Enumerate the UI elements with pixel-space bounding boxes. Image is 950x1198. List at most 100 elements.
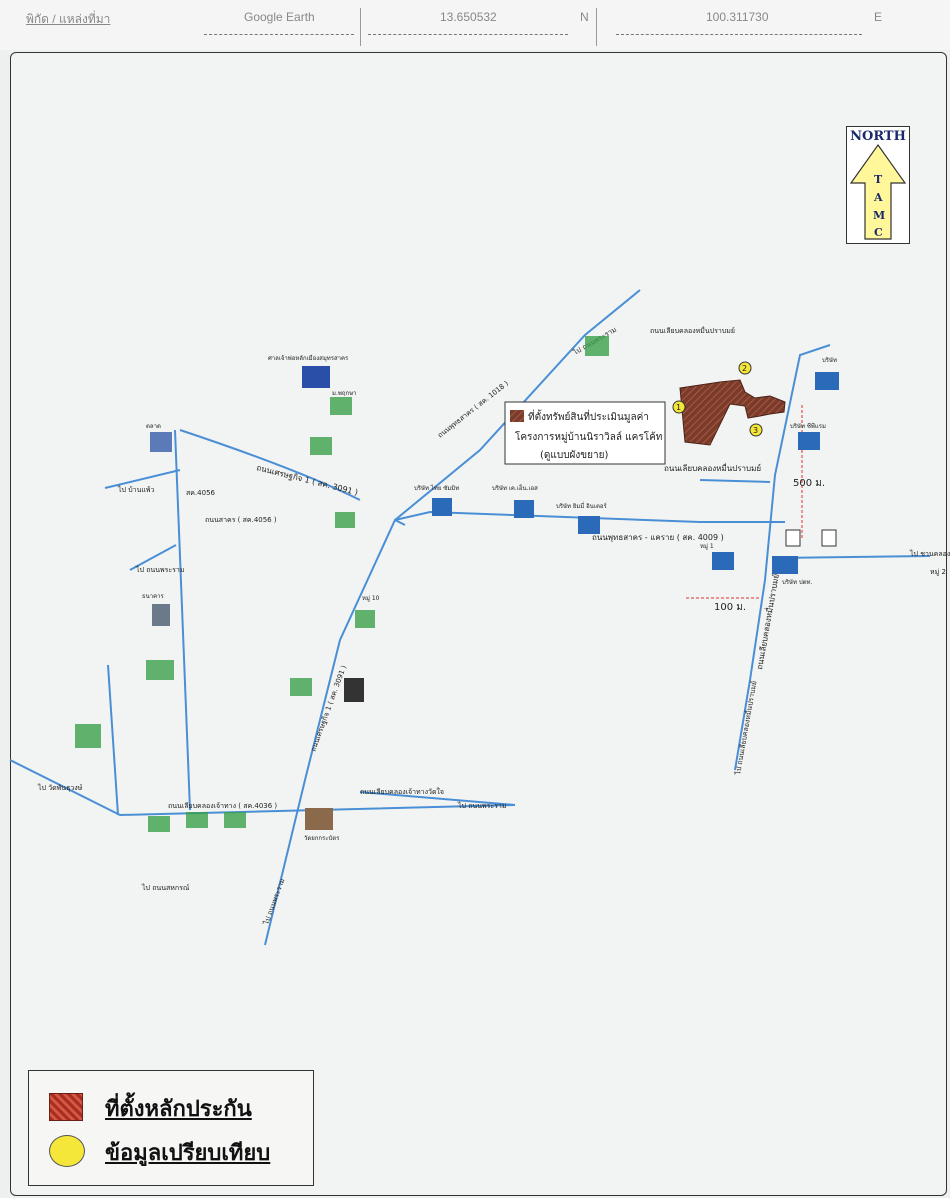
road-label-to-khaek: ไป ถนนเลียบคลองหมื่นปราบมย์: [733, 680, 759, 776]
house-icon-2: [310, 437, 332, 455]
road-bottom-right: [359, 791, 516, 806]
house-icon-11: [585, 336, 609, 356]
distance-500-label: 500 ม.: [793, 478, 825, 489]
house-icon-7: [75, 724, 101, 748]
school-building-icon: [302, 366, 330, 388]
road-label-to-banphaeo: ไป บ้านแพ้ว: [117, 485, 154, 494]
longitude-underline: [616, 34, 862, 35]
road-bottom-main: [9, 759, 516, 817]
house-icon-5: [290, 678, 312, 696]
factory-icon-4: [815, 372, 839, 390]
house-icon-13: [821, 529, 837, 547]
road-setthakit-1: [179, 429, 361, 501]
road-label-sahakon: ถนนสาคร ( สค.4056 ): [205, 516, 277, 524]
source-underline: [204, 34, 354, 35]
header-bar: พิกัด / แหล่งที่มา Google Earth 13.65053…: [0, 0, 950, 50]
comparable-2-marker: [738, 361, 752, 375]
distance-100-label: 100 ม.: [714, 602, 746, 613]
road-label-to-bottom2: ไป ถนนพระราม: [457, 801, 506, 810]
road-label-to-thanyaburi: ไป ถนนพระราม: [261, 877, 286, 927]
factory-icon-2: [514, 500, 534, 518]
temple-icon: [305, 808, 333, 830]
latitude-underline: [368, 34, 568, 35]
longitude-dir: E: [874, 10, 883, 24]
subject-line3: (ดูแบบผังขยาย): [540, 450, 608, 461]
factory-icon-7: [712, 552, 734, 570]
road-label-to-wat: ไป วัดพันธุวงษ์: [37, 783, 83, 792]
house-icon-4: [355, 610, 375, 628]
road-left-vertical: [107, 664, 119, 816]
road-label-setthakit-low: ถนนเศรษฐกิจ 1 ( สค. 3091 ): [309, 664, 348, 753]
north-title: NORTH: [850, 129, 906, 144]
road-label-khlong-vertical: ถนนเลียบคลองหมื่นปราบมย์: [753, 573, 781, 671]
house-icon-9: [186, 812, 208, 828]
north-letter-a: A: [873, 191, 883, 204]
comparable-1-marker: [672, 400, 686, 414]
place-co3: บริษัท ยิมมี่ อินเตอร์: [556, 502, 607, 510]
place-market: ตลาด: [146, 423, 161, 430]
bank-icon: [152, 604, 170, 626]
place-co2: บริษัท เค.เอ็น.เอส: [492, 483, 538, 492]
road-label-bottom-main: ถนนเลียบคลองเจ้าทาง ( สค.4036 ): [168, 802, 277, 810]
road-phuttha-1018: [394, 289, 641, 521]
north-arrow-shape: T A M C: [849, 143, 907, 240]
road-to-banphaeo: [104, 469, 181, 489]
house-icon-3: [335, 512, 355, 528]
road-sahakon-vertical: [174, 429, 191, 811]
place-bank: ธนาคาร: [142, 593, 165, 600]
latitude-dir: N: [580, 10, 589, 24]
place-village-top: ม.พฤกษา: [332, 390, 356, 397]
place-co1: บริษัท ไทย ซัมมิท: [414, 484, 459, 492]
north-arrow: NORTH T A M C: [846, 126, 910, 244]
place-temple: วัดยกกระบัตร: [304, 835, 340, 842]
market-icon: [150, 432, 172, 452]
road-setthakit-diagonal: [264, 518, 406, 946]
house-icon-8: [148, 816, 170, 832]
legend-subject-label: ที่ตั้งหลักประกัน: [105, 1097, 252, 1122]
subject-property-polygon: [679, 379, 786, 446]
map-legend: ที่ตั้งหลักประกัน ข้อมูลเปรียบเทียบ: [28, 1070, 314, 1186]
place-school: ศาลเจ้าพ่อหลักเมืองสมุทรสาคร: [268, 354, 349, 362]
subject-info-box: ที่ตั้งทรัพย์สินที่ประเมินมูลค่า โครงการ…: [504, 401, 666, 465]
comparable-3-marker: [749, 423, 763, 437]
legend-subject-swatch: [49, 1093, 83, 1121]
header-cell-source: [0, 8, 361, 46]
place-mu-2: หมู่ 2: [930, 568, 946, 576]
road-label-khlong-mid: ถนนเลียบคลองหมื่นปราบมย์: [664, 462, 761, 473]
header-cell-lat: [360, 8, 597, 46]
road-khlong-vertical: [734, 344, 831, 771]
factory-icon-3: [578, 516, 600, 534]
comparable-2-label: 2: [742, 364, 747, 373]
place-mu-10: หมู่ 10: [362, 595, 380, 602]
comparable-markers: 1 2 3: [672, 361, 763, 437]
legend-comparable-swatch: [49, 1135, 85, 1167]
road-label-setthakit-top: ถนนเศรษฐกิจ 1 ( สค. 3091 ): [256, 463, 359, 497]
road-label-phuttha-1018: ถนนพุทธสาคร ( สค. 1018 ): [436, 379, 510, 439]
source-value: Google Earth: [244, 10, 315, 24]
comparable-1-label: 1: [676, 403, 681, 412]
road-to-right: [774, 555, 931, 559]
house-icon-1: [330, 397, 352, 415]
factory-icon-6: [772, 556, 798, 574]
road-label-khlong-top: ถนนเลียบคลองหมื่นปราบมย์: [650, 326, 735, 335]
road-label-sk4056: สค.4056: [186, 489, 216, 497]
north-letter-m: M: [873, 209, 885, 222]
house-icon-12: [785, 529, 801, 547]
house-icon-6: [146, 660, 174, 680]
latitude-value: 13.650532: [440, 10, 497, 24]
road-phuttha-4009: [394, 510, 785, 523]
coord-label: พิกัด / แหล่งที่มา: [26, 12, 111, 26]
road-label-to-ekachai: ไป ถนนพระราม: [135, 565, 184, 574]
house-icon-10: [224, 812, 246, 828]
place-co5: บริษัท ซีพีแรม: [790, 422, 826, 430]
road-to-ekachai: [129, 544, 177, 571]
longitude-value: 100.311730: [706, 10, 769, 24]
subject-line2: โครงการหมู่บ้านนิราวิลล์ แครโค้ท: [515, 430, 662, 443]
road-label-to-bottom1: ไป ถนนสหกรณ์: [141, 883, 190, 892]
road-label-bottom-khlong: ถนนเลียบคลองเจ้าทางวัดใจ: [360, 787, 444, 796]
subject-line1: ที่ตั้งทรัพย์สินที่ประเมินมูลค่า: [528, 409, 649, 423]
place-co6: บริษัท ปตท.: [782, 579, 813, 586]
legend-comparable-label: ข้อมูลเปรียบเทียบ: [105, 1141, 271, 1166]
north-letter-c: C: [874, 226, 883, 239]
